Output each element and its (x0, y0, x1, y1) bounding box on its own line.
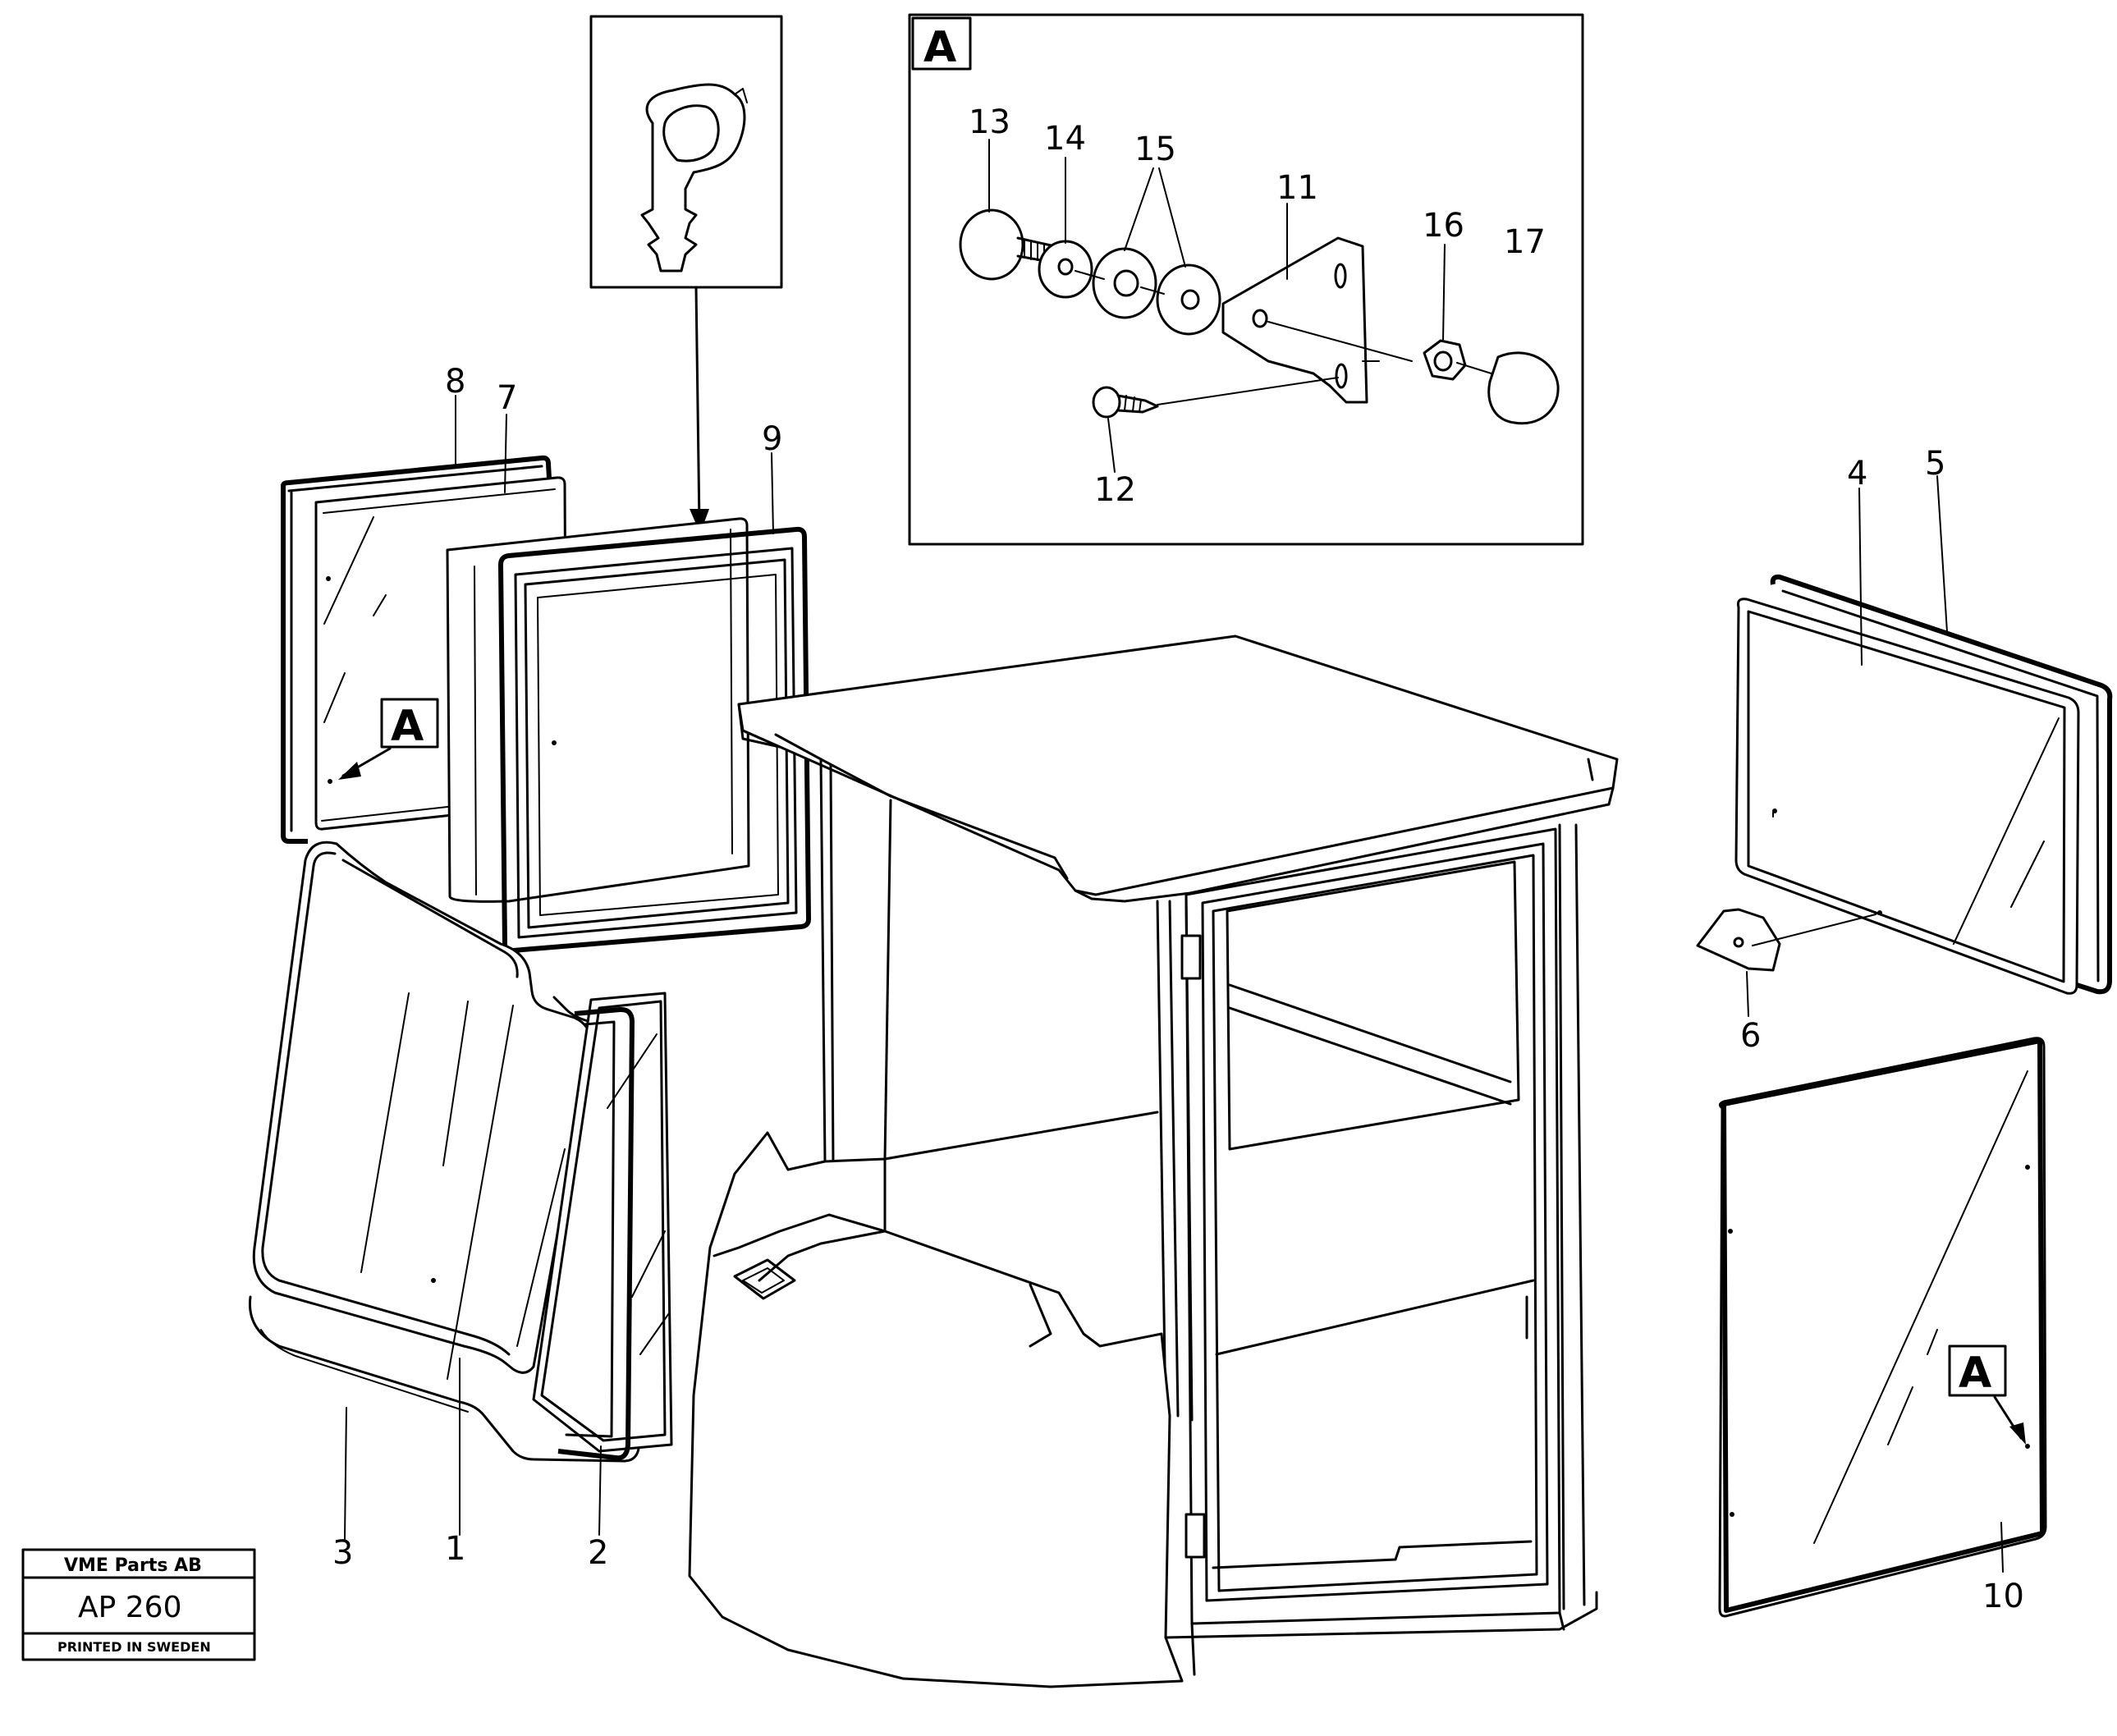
door-glass-assembly: A 10 (1718, 1037, 2047, 1618)
part-14-washer (1038, 240, 1093, 299)
part-12-self-tapping-screw (1092, 377, 1339, 419)
callout-13: 13 (969, 103, 1010, 141)
ref-a-right-label: A (1959, 1349, 1991, 1398)
callout-2: 2 (588, 1534, 608, 1572)
part-11-bracket (1221, 236, 1380, 404)
callout-1: 1 (445, 1530, 465, 1568)
callout-10: 10 (1982, 1578, 2024, 1615)
callout-6: 6 (1740, 1017, 1761, 1055)
callout-4: 4 (1847, 455, 1867, 492)
callout-16: 16 (1423, 207, 1464, 245)
ref-a-left-label: A (391, 702, 424, 751)
callout-15: 15 (1134, 131, 1176, 168)
detail-a-box: A (908, 13, 1584, 546)
callout-8: 8 (445, 363, 465, 401)
right-side-window-assembly: 4 5 6 (1696, 445, 2113, 1055)
callout-3: 3 (332, 1534, 353, 1572)
callout-5: 5 (1925, 445, 1945, 483)
title-company: VME Parts AB (64, 1555, 202, 1576)
callout-11: 11 (1276, 169, 1318, 207)
callout-17: 17 (1504, 223, 1546, 261)
title-block: VME Parts AB AP 260 PRINTED IN SWEDEN (21, 1548, 256, 1661)
rear-window-assembly: 9 (446, 420, 811, 954)
callout-9: 9 (762, 420, 782, 458)
front-windshield-assembly: 3 1 2 (248, 841, 673, 1572)
part-16-nut (1423, 339, 1467, 381)
part-17-cap (1487, 351, 1560, 425)
callout-12: 12 (1094, 471, 1136, 509)
title-code: AP 260 (78, 1591, 182, 1624)
callout-7: 7 (497, 379, 517, 417)
seal-profile-inset (589, 15, 783, 534)
detail-a-label: A (923, 23, 956, 72)
part-15-rubber-washers (1092, 247, 1221, 336)
cab-body (688, 634, 1619, 1688)
title-printed: PRINTED IN SWEDEN (57, 1639, 211, 1655)
callout-14: 14 (1044, 120, 1086, 158)
part-13-screw (959, 208, 1056, 281)
